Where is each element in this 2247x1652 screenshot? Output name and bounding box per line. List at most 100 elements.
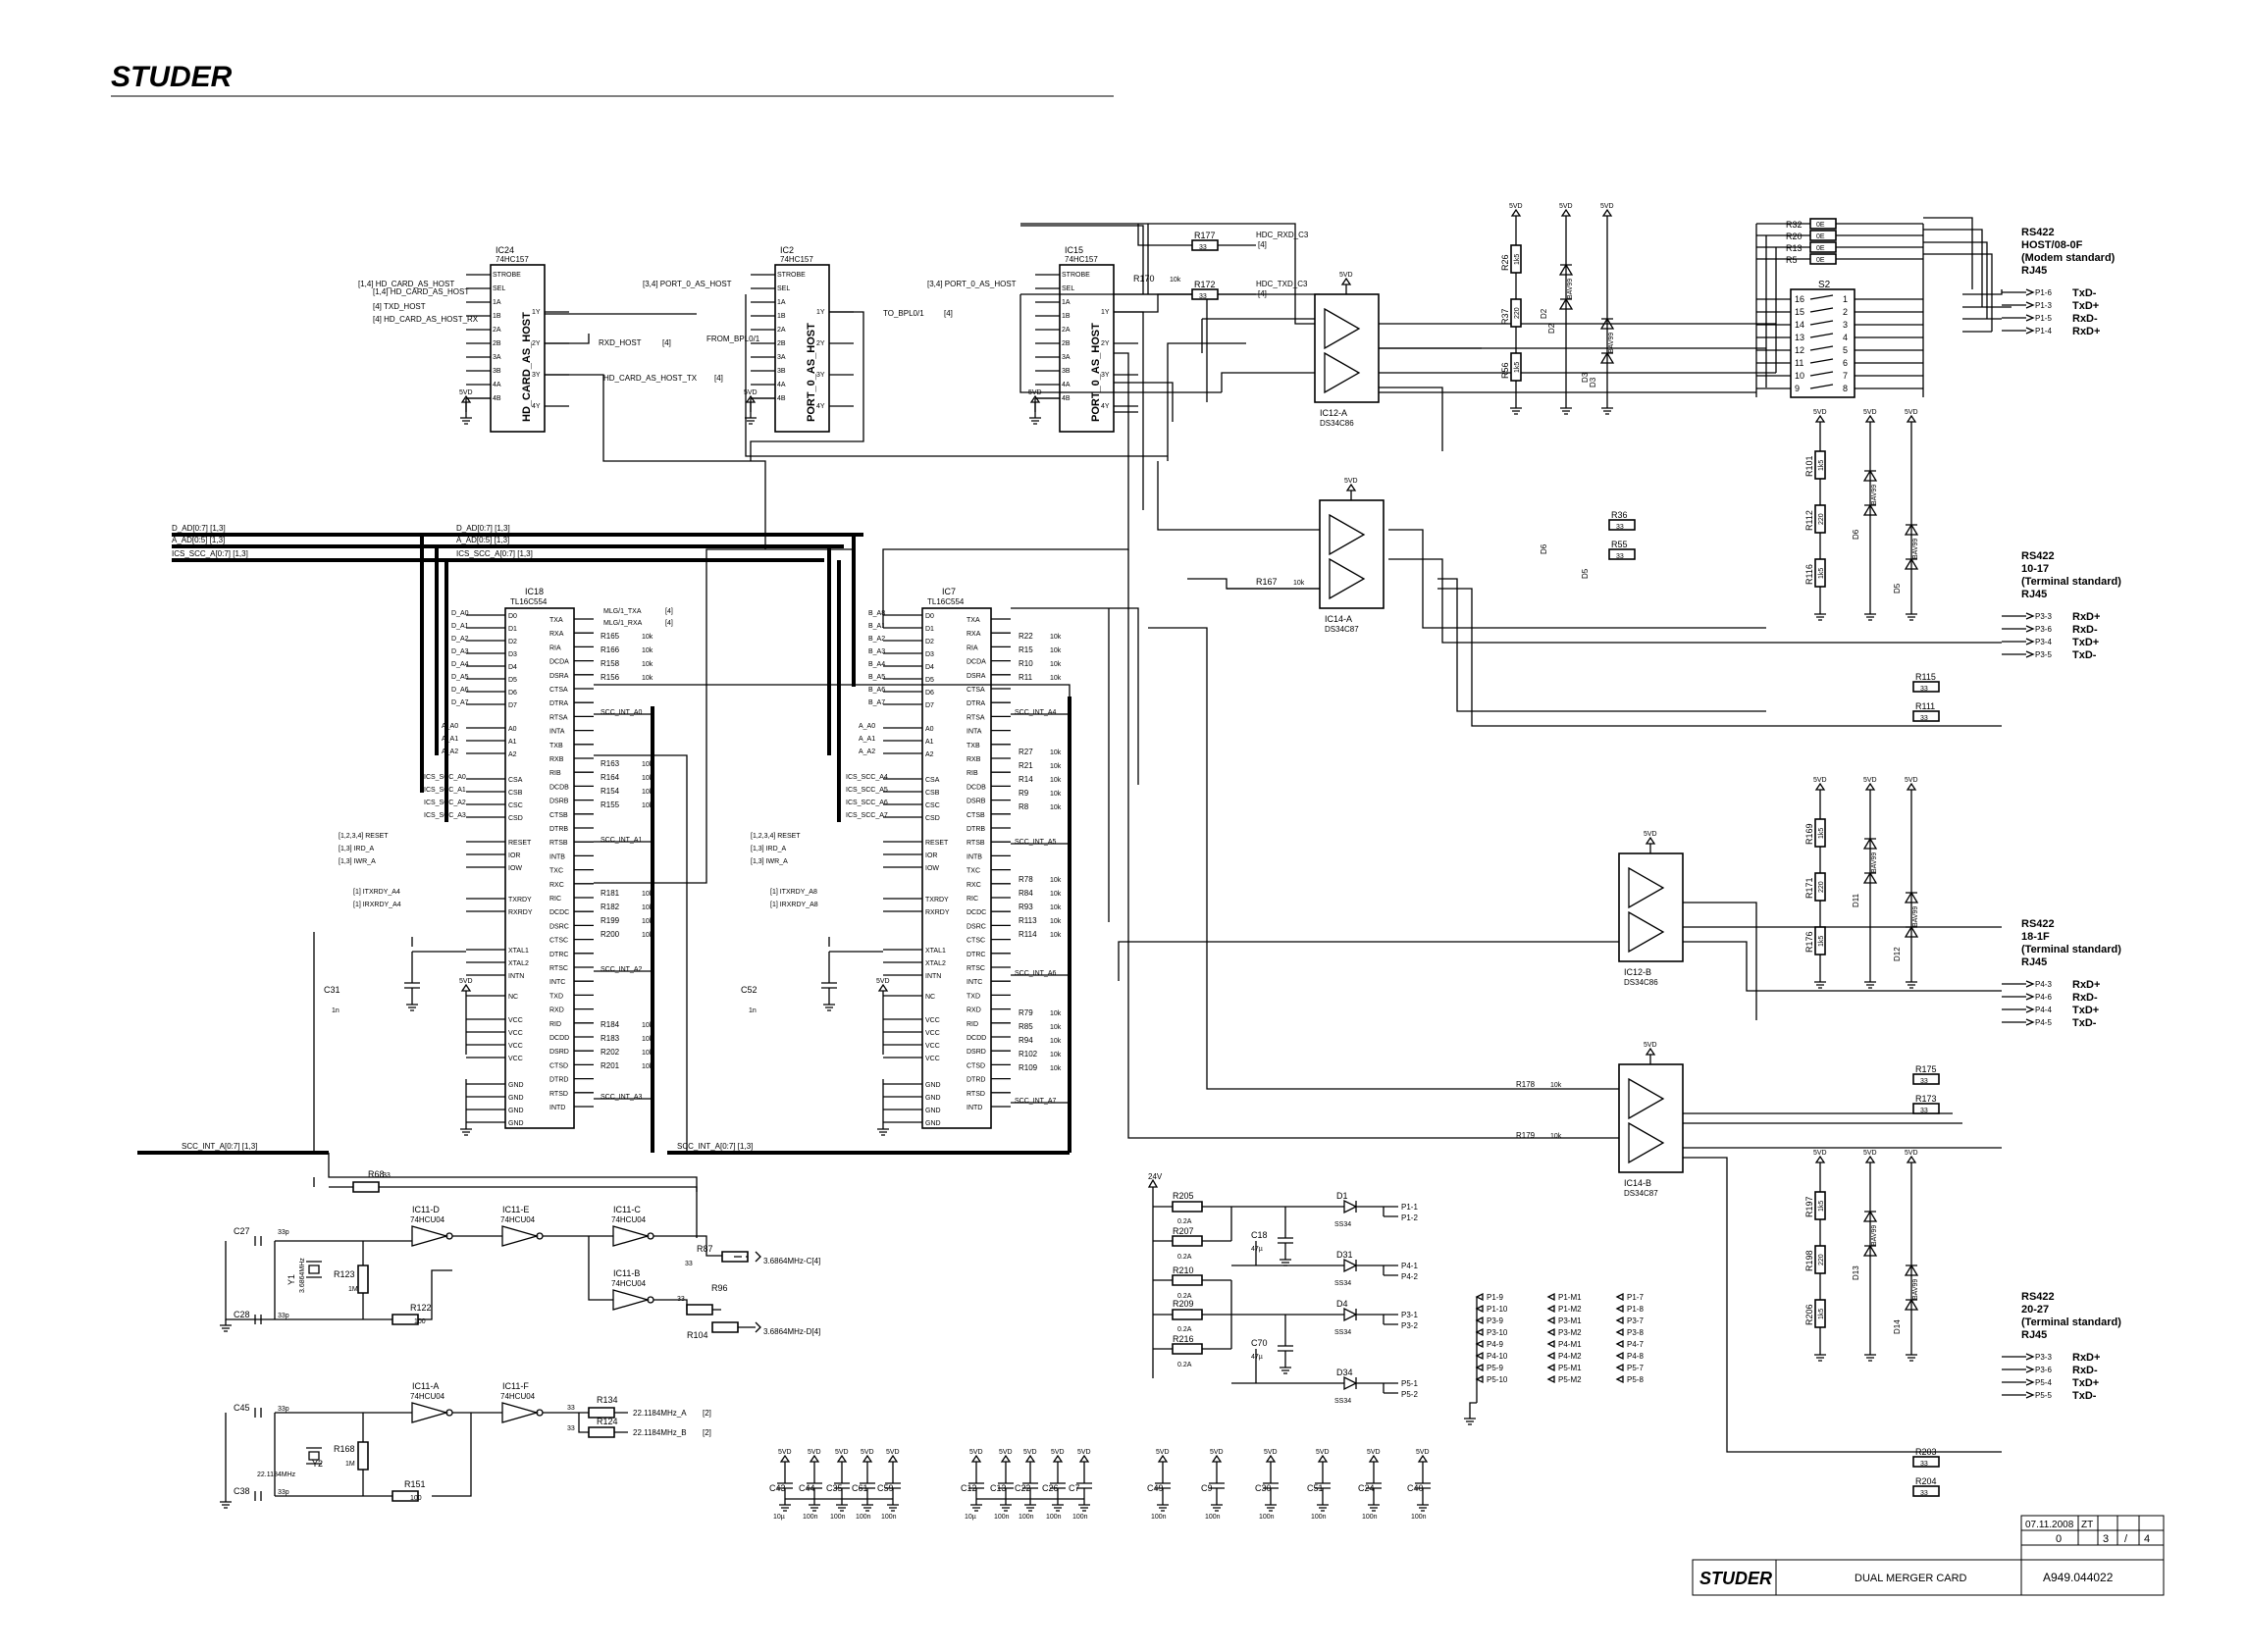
power-24v-label: 24V	[1148, 1172, 1163, 1181]
decoupling-value: 100n	[1151, 1514, 1167, 1521]
gnd-pin-label: P5-M2	[1558, 1375, 1582, 1384]
ic7-resistor-value: 10k	[1050, 634, 1062, 641]
rs422-pin-id: P4-5	[2035, 1018, 2052, 1027]
driver-ref: IC12-A	[1320, 408, 1347, 418]
protection-column	[1819, 800, 1912, 976]
scc-pin-left: IOR	[508, 852, 520, 859]
diode-type: BAV99	[1871, 1225, 1878, 1246]
scc-pin-right: RTSB	[549, 840, 568, 847]
power-symbol	[1864, 1155, 1876, 1172]
ic7-resistor-ref: R84	[1019, 889, 1033, 898]
ground-symbol	[1417, 1499, 1429, 1512]
ic18-ctl-signal: [1,3] IRD_A	[339, 846, 375, 852]
ground-symbol	[1052, 1499, 1064, 1512]
ic7-addr-signal: A_A1	[859, 736, 875, 743]
power-label: 5VD	[1316, 1449, 1330, 1456]
power-symbol	[970, 1454, 982, 1471]
tb-sheet-of: /	[2124, 1533, 2128, 1545]
capacitor	[860, 1471, 875, 1499]
mux-pin: 1A	[1062, 299, 1071, 306]
scc-pin-right: CTSD	[967, 1062, 985, 1069]
scc-pin-right: RTSA	[967, 714, 985, 721]
decoupling-ref: C24	[1358, 1483, 1375, 1493]
scc-pin-right: RTSC	[549, 965, 568, 972]
series-resistor-ref: R173	[1915, 1094, 1937, 1104]
osc1-part: R87	[697, 1244, 713, 1254]
scc-pin-right: DSRD	[549, 1049, 569, 1056]
rs422-pin-id: P1-3	[2035, 301, 2052, 310]
rs422-pin-id: P3-5	[2035, 650, 2052, 659]
capacitor	[807, 1471, 822, 1499]
gnd-pin-arrow	[1615, 1374, 1624, 1384]
bulk-cap-value: 47µ	[1251, 1354, 1263, 1361]
ic7-resistor-value: 10k	[1050, 661, 1062, 668]
osc1-part: 33p	[278, 1313, 289, 1319]
power-label: 5VD	[1416, 1449, 1430, 1456]
switch-contact	[1809, 371, 1834, 377]
ic18-ctl-signal: [1] ITXRDY_A4	[353, 889, 400, 896]
diode	[1558, 297, 1574, 310]
mux-pin: 2B	[493, 340, 501, 347]
ic7-resistor-ref: R94	[1019, 1036, 1033, 1045]
power-out-pin: P3-1	[1401, 1311, 1418, 1319]
capacitor	[1278, 1334, 1293, 1362]
diode	[1904, 557, 1919, 570]
decoupling-ref: C44	[799, 1483, 815, 1493]
mux-pin: 3Y	[532, 372, 541, 379]
mux-type: 74HC157	[780, 255, 813, 264]
osc1-output: 3.6864MHz-C[4]	[763, 1257, 820, 1265]
diode-ref: D2	[1547, 323, 1556, 334]
scc-pin-left: NC	[925, 994, 935, 1001]
diode	[1904, 1264, 1919, 1276]
scc-pin-left: D4	[508, 664, 517, 671]
gnd-pin-label: P5-M1	[1558, 1364, 1582, 1372]
osc1-part: R123	[334, 1269, 355, 1279]
osc2-part: 33	[567, 1425, 575, 1432]
scc-pin-left: GND	[508, 1108, 524, 1114]
gnd-pin-arrow	[1475, 1351, 1484, 1361]
switch-pin-left: 9	[1795, 384, 1800, 393]
scc-pin-right: INTA	[549, 729, 565, 736]
gnd-pin-arrow	[1615, 1351, 1624, 1361]
scc-pin-right: CTSD	[549, 1062, 568, 1069]
mux-label: HD_CARD_AS_HOST	[521, 312, 533, 422]
cap-ref: C31	[324, 985, 340, 995]
inverter-ref: IC11-E	[502, 1205, 529, 1214]
series-resistor-ref: R203	[1915, 1447, 1937, 1457]
rs422-pin-signal: RxD+	[2072, 1352, 2100, 1364]
ground-symbol	[1265, 1499, 1277, 1512]
scc-pin-right: DTRC	[967, 952, 985, 958]
scc-pin-right: INTC	[549, 979, 565, 986]
switch-pin-left: 16	[1795, 294, 1804, 304]
power-symbol	[1906, 1155, 1917, 1172]
scc-pin-left: GND	[925, 1108, 941, 1114]
tb-sheets-total: 4	[2144, 1533, 2150, 1545]
ic18-out: [4]	[665, 608, 673, 615]
ground-symbol	[1029, 412, 1041, 425]
power-label: 5VD	[1210, 1449, 1224, 1456]
diode	[1862, 1210, 1878, 1222]
rs422-std: (Terminal standard)	[2021, 944, 2121, 955]
diode-ref: D6	[1852, 529, 1860, 540]
power-diode-type: SS34	[1334, 1280, 1351, 1287]
rs422-pin-signal: TxD+	[2072, 1377, 2099, 1389]
switch-pin-right: 6	[1843, 358, 1848, 368]
ground-symbol	[1906, 608, 1917, 621]
bias-resistor-ref: R206	[1804, 1304, 1814, 1325]
power-label: 5VD	[1905, 1150, 1918, 1157]
scc-pin-right: DCDB	[549, 784, 569, 791]
inverter-ref: IC11-F	[502, 1381, 529, 1391]
rs422-title: RS422	[2021, 1291, 2055, 1303]
capacitor	[1050, 1471, 1066, 1499]
power-diode-ref: D1	[1336, 1191, 1348, 1201]
mux-pin: 4A	[777, 382, 786, 388]
scc-pin-left: XTAL2	[508, 960, 529, 967]
series-resistor-value: 33	[1920, 1490, 1928, 1497]
decoupling-value: 100n	[881, 1514, 897, 1521]
protection-column	[1515, 226, 1608, 402]
r170-value: 10k	[1170, 277, 1181, 284]
ground-symbol	[1906, 1349, 1917, 1362]
scc-pin-left: RXRDY	[508, 909, 533, 916]
osc2-part: 33p	[278, 1489, 289, 1496]
